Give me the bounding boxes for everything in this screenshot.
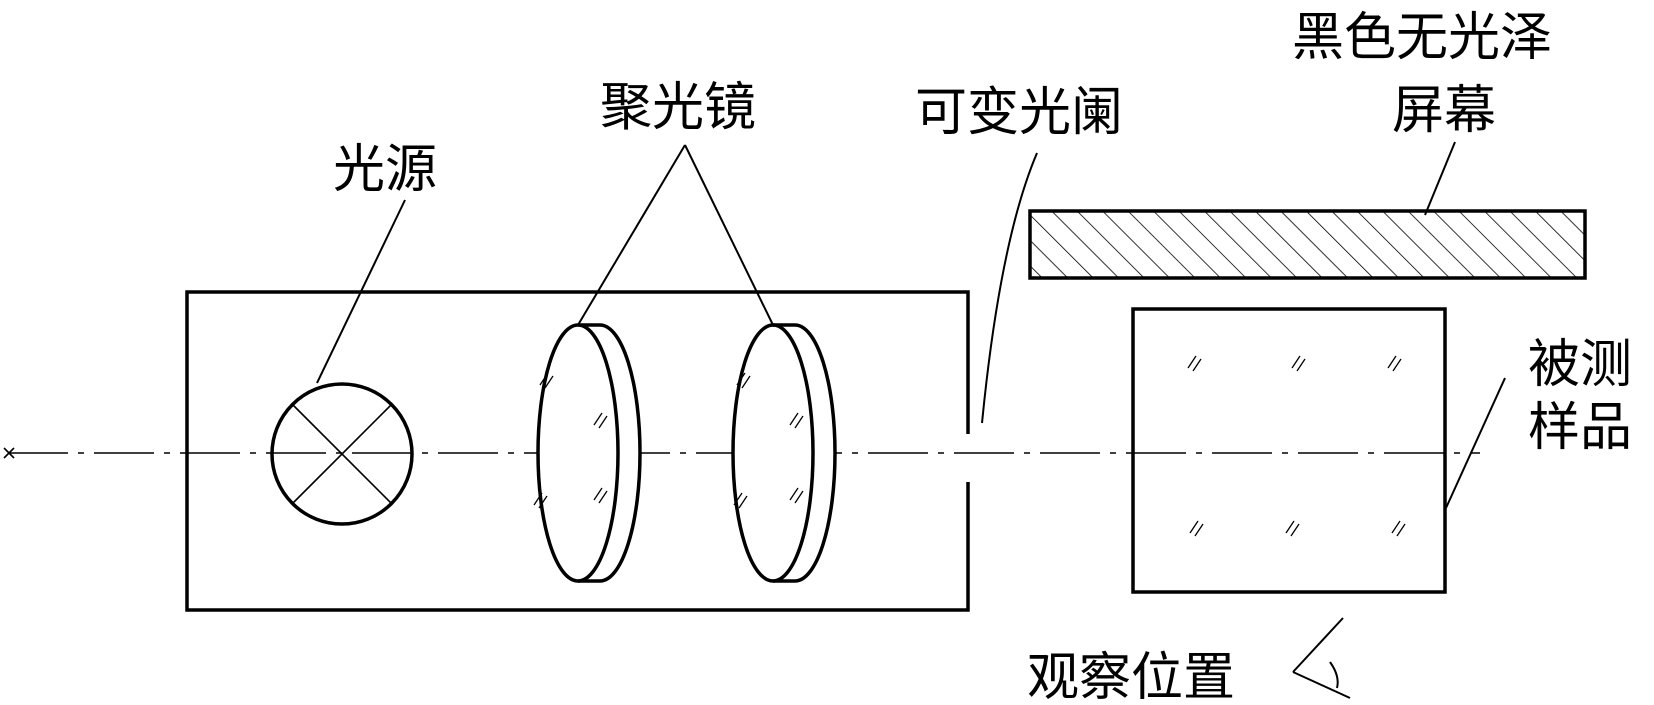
condenser-lens-2 — [731, 323, 837, 583]
light-source-label: 光源 — [333, 140, 437, 200]
sample-label-line2: 样品 — [1528, 398, 1632, 458]
condenser-lens-1 — [533, 323, 642, 583]
condenser-lens-label: 聚光镜 — [600, 78, 756, 138]
leader-light-source — [316, 199, 406, 384]
black-matte-screen-label-line2: 屏幕 — [1392, 81, 1496, 141]
black-matte-screen — [1028, 209, 1587, 280]
axis-end-mark — [3, 447, 15, 459]
sample-label-line1: 被测 — [1528, 335, 1632, 395]
test-sample — [1131, 307, 1447, 594]
leader-screen — [1424, 141, 1456, 216]
variable-aperture-label: 可变光阑 — [915, 83, 1123, 143]
observer-eye-icon — [1292, 617, 1351, 699]
leader-variable-aperture — [981, 152, 1038, 424]
light-source-lamp — [270, 382, 414, 526]
instrument-housing — [185, 290, 970, 612]
observation-position-label: 观察位置 — [1027, 648, 1235, 705]
leader-condenser-1 — [577, 144, 686, 326]
leader-sample — [1445, 377, 1506, 509]
leader-condenser-2 — [684, 144, 774, 326]
black-matte-screen-label-line1: 黑色无光泽 — [1292, 8, 1552, 68]
